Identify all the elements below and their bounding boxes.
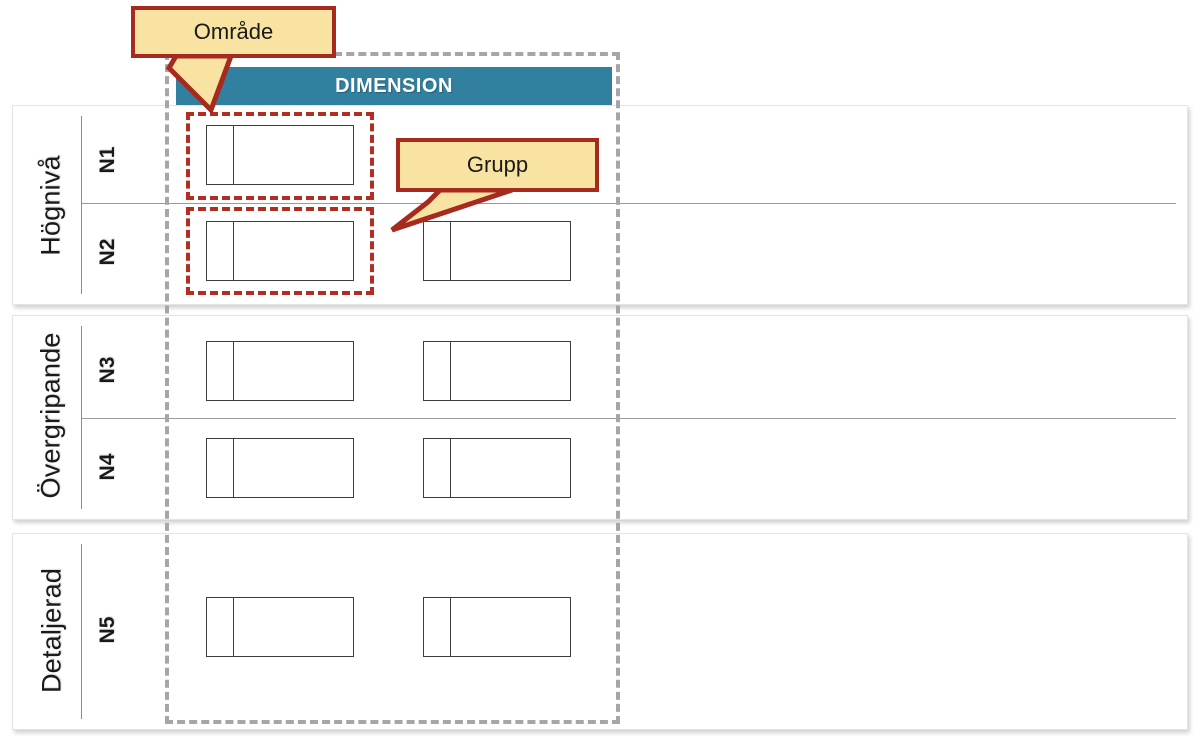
dimension-header-bar: DIMENSION (176, 67, 612, 105)
level-label-n5: N5 (96, 616, 119, 644)
band-overgripande (12, 315, 1188, 520)
band-row-divider (81, 418, 1176, 419)
process-block-n2-c1[interactable] (206, 221, 354, 281)
group-label-overgripande: Övergripande (35, 332, 66, 499)
level-label-n1: N1 (96, 146, 119, 174)
level-label-n3: N3 (96, 356, 119, 384)
process-block-n3-c2[interactable] (423, 341, 571, 401)
group-label-detaljerad: Detaljerad (36, 567, 67, 694)
dimension-header-label: DIMENSION (335, 75, 453, 97)
process-block-n1-c1[interactable] (206, 125, 354, 185)
callout-omrade-label: Område (193, 19, 274, 44)
process-block-n5-c1[interactable] (206, 597, 354, 657)
band-column-divider (81, 326, 82, 509)
process-block-n5-c2[interactable] (423, 597, 571, 657)
callout-omrade[interactable]: Område (131, 6, 341, 116)
callout-grupp-label: Grupp (466, 152, 529, 177)
band-row-divider (81, 203, 1176, 204)
process-block-n4-c2[interactable] (423, 438, 571, 498)
band-column-divider (81, 544, 82, 719)
band-column-divider (81, 116, 82, 294)
process-block-n3-c1[interactable] (206, 341, 354, 401)
callout-omrade-bubble: Område (131, 6, 336, 58)
band-detaljerad (12, 533, 1188, 730)
process-block-n4-c1[interactable] (206, 438, 354, 498)
callout-grupp-bubble: Grupp (396, 138, 599, 192)
level-label-n4: N4 (96, 453, 119, 481)
callout-grupp[interactable]: Grupp (390, 138, 602, 233)
group-label-hogniva: Högnivå (35, 155, 66, 256)
level-label-n2: N2 (96, 238, 119, 266)
